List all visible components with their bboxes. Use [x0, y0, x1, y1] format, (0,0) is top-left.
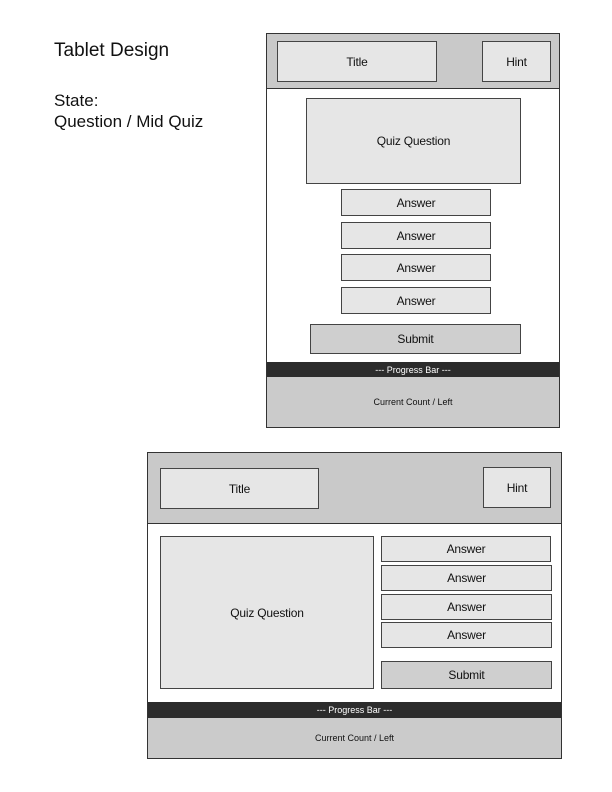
- state-description: State: Question / Mid Quiz: [54, 90, 203, 132]
- answer-button[interactable]: Answer: [341, 222, 491, 249]
- state-label: State:: [54, 91, 99, 110]
- submit-button[interactable]: Submit: [310, 324, 521, 354]
- title-box: Title: [160, 468, 319, 509]
- answer-button[interactable]: Answer: [381, 622, 552, 648]
- portrait-wireframe: Title Hint Quiz Question Answer Answer A…: [266, 33, 560, 428]
- answer-button[interactable]: Answer: [341, 189, 491, 216]
- answer-button[interactable]: Answer: [341, 254, 491, 281]
- quiz-question-box: Quiz Question: [160, 536, 374, 689]
- answer-button[interactable]: Answer: [341, 287, 491, 314]
- answer-button[interactable]: Answer: [381, 594, 552, 620]
- landscape-wireframe: Title Hint Quiz Question Answer Answer A…: [147, 452, 562, 759]
- title-box: Title: [277, 41, 437, 82]
- progress-bar: --- Progress Bar ---: [148, 702, 561, 718]
- count-footer: Current Count / Left: [267, 377, 559, 427]
- hint-button[interactable]: Hint: [483, 467, 551, 508]
- submit-button[interactable]: Submit: [381, 661, 552, 689]
- state-value: Question / Mid Quiz: [54, 112, 204, 131]
- answer-button[interactable]: Answer: [381, 565, 552, 591]
- hint-button[interactable]: Hint: [482, 41, 551, 82]
- quiz-question-box: Quiz Question: [306, 98, 521, 184]
- count-footer: Current Count / Left: [148, 718, 561, 758]
- progress-bar: --- Progress Bar ---: [267, 362, 559, 377]
- page-heading: Tablet Design: [54, 40, 170, 61]
- answer-button[interactable]: Answer: [381, 536, 551, 562]
